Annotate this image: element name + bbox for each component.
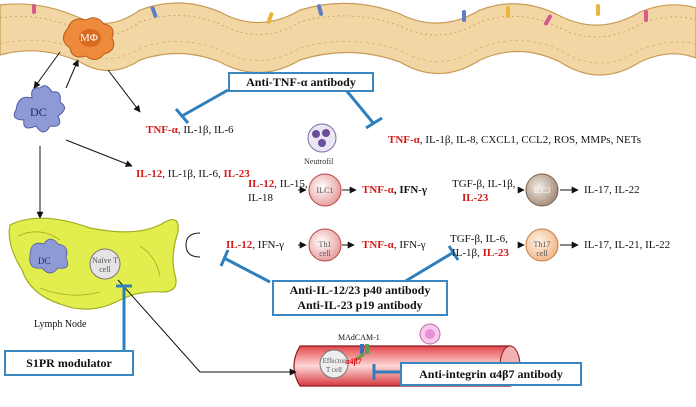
ilc3-inputs-il23: IL-23 bbox=[462, 192, 489, 204]
th1-tnf: TNF-α bbox=[362, 239, 394, 251]
th17-cell-icon bbox=[525, 228, 559, 262]
th1-il12: IL-12 bbox=[226, 239, 253, 251]
neutrophil-label: Neutrofil bbox=[304, 157, 334, 166]
th17-il1b: IL-1β, bbox=[452, 247, 483, 259]
ilc1-inputs-line1: IL-12, IL-15, bbox=[248, 178, 308, 191]
ilc3-outputs: IL-17, IL-22 bbox=[584, 184, 640, 196]
ilc1-tnf: TNF-α bbox=[362, 184, 394, 196]
th1-out-rest: , IFN-γ bbox=[393, 239, 426, 251]
mphi-rest: , IL-1β, IL-6 bbox=[177, 124, 234, 136]
integrin-icon bbox=[354, 352, 365, 362]
ilc3-label: ILC3 bbox=[533, 186, 551, 195]
anti-tnf-box: Anti-TNF-α antibody bbox=[228, 72, 374, 92]
effector-t-cell-label: Effector T cell bbox=[322, 357, 346, 374]
mphi-tnf: TNF-α bbox=[146, 124, 178, 136]
lymph-node-dc-label: DC bbox=[38, 256, 51, 266]
dc-il12: IL-12 bbox=[136, 168, 163, 180]
th17-il23: IL-23 bbox=[482, 247, 509, 259]
ilc1-cell-icon bbox=[308, 173, 342, 207]
neutro-rest: , IL-1β, IL-8, CXCL1, CCL2, ROS, MMPs, N… bbox=[419, 134, 641, 146]
macrophage-icon bbox=[63, 17, 115, 60]
th1-in-rest: , IFN-γ bbox=[252, 239, 285, 251]
naive-t-cell-icon bbox=[89, 248, 121, 280]
ilc3-inputs-line1: TGF-β, IL-1β, bbox=[452, 178, 516, 190]
signaling-arrows bbox=[33, 51, 579, 376]
neutro-tnf: TNF-α bbox=[388, 134, 420, 146]
th1-inputs: IL-12, IFN-γ bbox=[226, 239, 284, 252]
neutrophil-icon bbox=[307, 123, 337, 153]
ilc1-outputs: TNF-α, IFN-γ bbox=[362, 184, 427, 197]
effector-t-cell-icon bbox=[319, 349, 349, 379]
inhibition-lines bbox=[116, 88, 460, 380]
th1-outputs: TNF-α, IFN-γ bbox=[362, 239, 426, 252]
th17-inputs-line1: TGF-β, IL-6, bbox=[450, 233, 508, 245]
macrophage-label: MΦ bbox=[80, 32, 98, 44]
naive-t-cell-label: Naïve T cell bbox=[92, 256, 118, 274]
ilc1-out-rest: , IFN-γ bbox=[393, 184, 428, 196]
th1-label: Th1 cell bbox=[318, 240, 332, 258]
neutrophil-cytokines: TNF-α, IL-1β, IL-8, CXCL1, CCL2, ROS, MM… bbox=[388, 134, 641, 147]
dc-cytokines: IL-12, IL-1β, IL-6, IL-23 bbox=[136, 168, 250, 181]
anti-il12-il23-box: Anti-IL-12/23 p40 antibody Anti-IL-23 p1… bbox=[272, 280, 448, 316]
lymph-node-dc-icon bbox=[29, 238, 69, 274]
ilc1-inputs-line2: IL-18 bbox=[248, 192, 274, 204]
anti-integrin-box: Anti-integrin α4β7 antibody bbox=[400, 362, 582, 386]
s1pr-modulator-box: S1PR modulator bbox=[4, 350, 134, 376]
madcam-icon bbox=[360, 344, 369, 354]
th17-label: Th17 cell bbox=[533, 240, 551, 258]
th17-outputs: IL-17, IL-21, IL-22 bbox=[584, 239, 671, 251]
dc-mid: , IL-1β, IL-6, bbox=[162, 168, 224, 180]
intestinal-epithelium bbox=[0, 2, 696, 76]
anti-il23-label: Anti-IL-23 p19 antibody bbox=[297, 298, 423, 312]
bacteria-icons bbox=[32, 4, 648, 26]
lymph-node-label: Lymph Node bbox=[34, 319, 87, 330]
th1-cell-icon bbox=[308, 228, 342, 262]
ilc3-cell-icon bbox=[525, 173, 559, 207]
dc-label: DC bbox=[30, 105, 47, 119]
ilc1-label: ILC1 bbox=[316, 186, 334, 195]
a4b7-label: α4β7 bbox=[345, 357, 362, 366]
dendritic-cell-icon bbox=[13, 85, 65, 133]
ilc1-rest1: , IL-15, bbox=[274, 178, 308, 190]
madcam-label: MAdCAM-1 bbox=[338, 333, 380, 342]
circulating-cell-icon bbox=[419, 323, 441, 345]
dc-il23: IL-23 bbox=[223, 168, 250, 180]
ilc1-il12: IL-12 bbox=[248, 178, 275, 190]
macrophage-cytokines: TNF-α, IL-1β, IL-6 bbox=[146, 124, 234, 137]
anti-il12-23-label: Anti-IL-12/23 p40 antibody bbox=[289, 283, 431, 297]
th17-inputs-line2: IL-1β, IL-23 bbox=[452, 247, 509, 260]
